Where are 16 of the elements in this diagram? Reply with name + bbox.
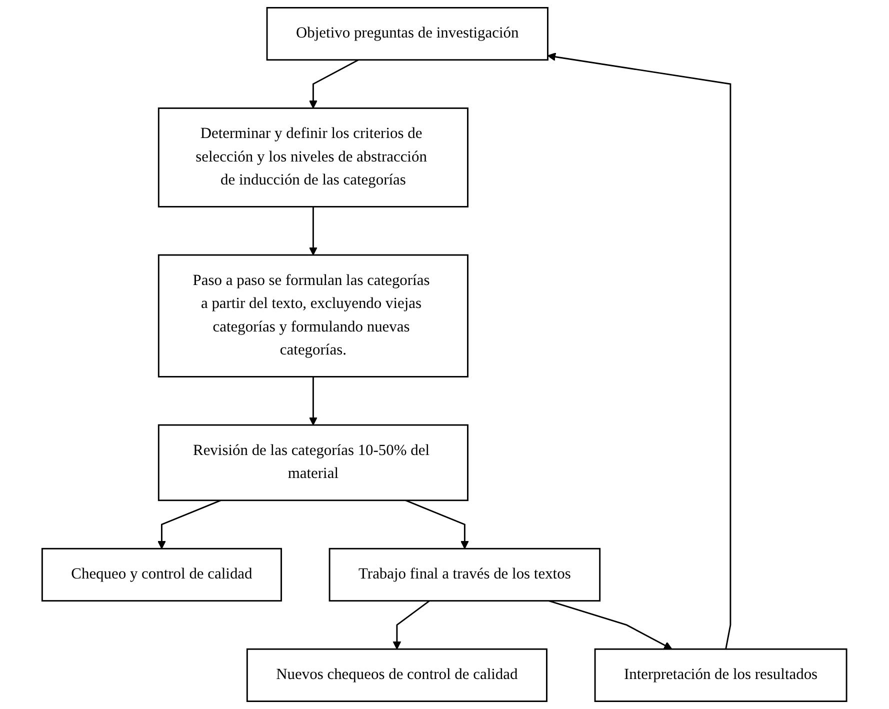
node-box: Chequeo y control de calidad (42, 548, 282, 602)
node-box: Nuevos chequeos de control de calidad (246, 648, 548, 702)
node-box: Revisión de las categorías 10-50% del material (158, 424, 469, 502)
arrow (392, 600, 430, 650)
node-box: Trabajo final a través de los textos (328, 548, 601, 602)
node-box: Determinar y definir los criterios de selección y los niveles de abstracción de inducción de las categorías (158, 107, 469, 208)
node-box: Objetivo preguntas de investigación (266, 7, 549, 61)
arrow (548, 600, 672, 650)
arrow (309, 376, 318, 426)
node-box: Paso a paso se formulan las categorías a partir del texto, excluyendo viejas categorías y formulando nuevas categorías. (158, 254, 469, 378)
arrow (158, 500, 222, 550)
arrow (309, 206, 318, 256)
arrow (548, 52, 732, 650)
arrow (309, 59, 359, 109)
arrow (405, 500, 470, 550)
node-box: Interpretación de los resultados (594, 648, 848, 702)
